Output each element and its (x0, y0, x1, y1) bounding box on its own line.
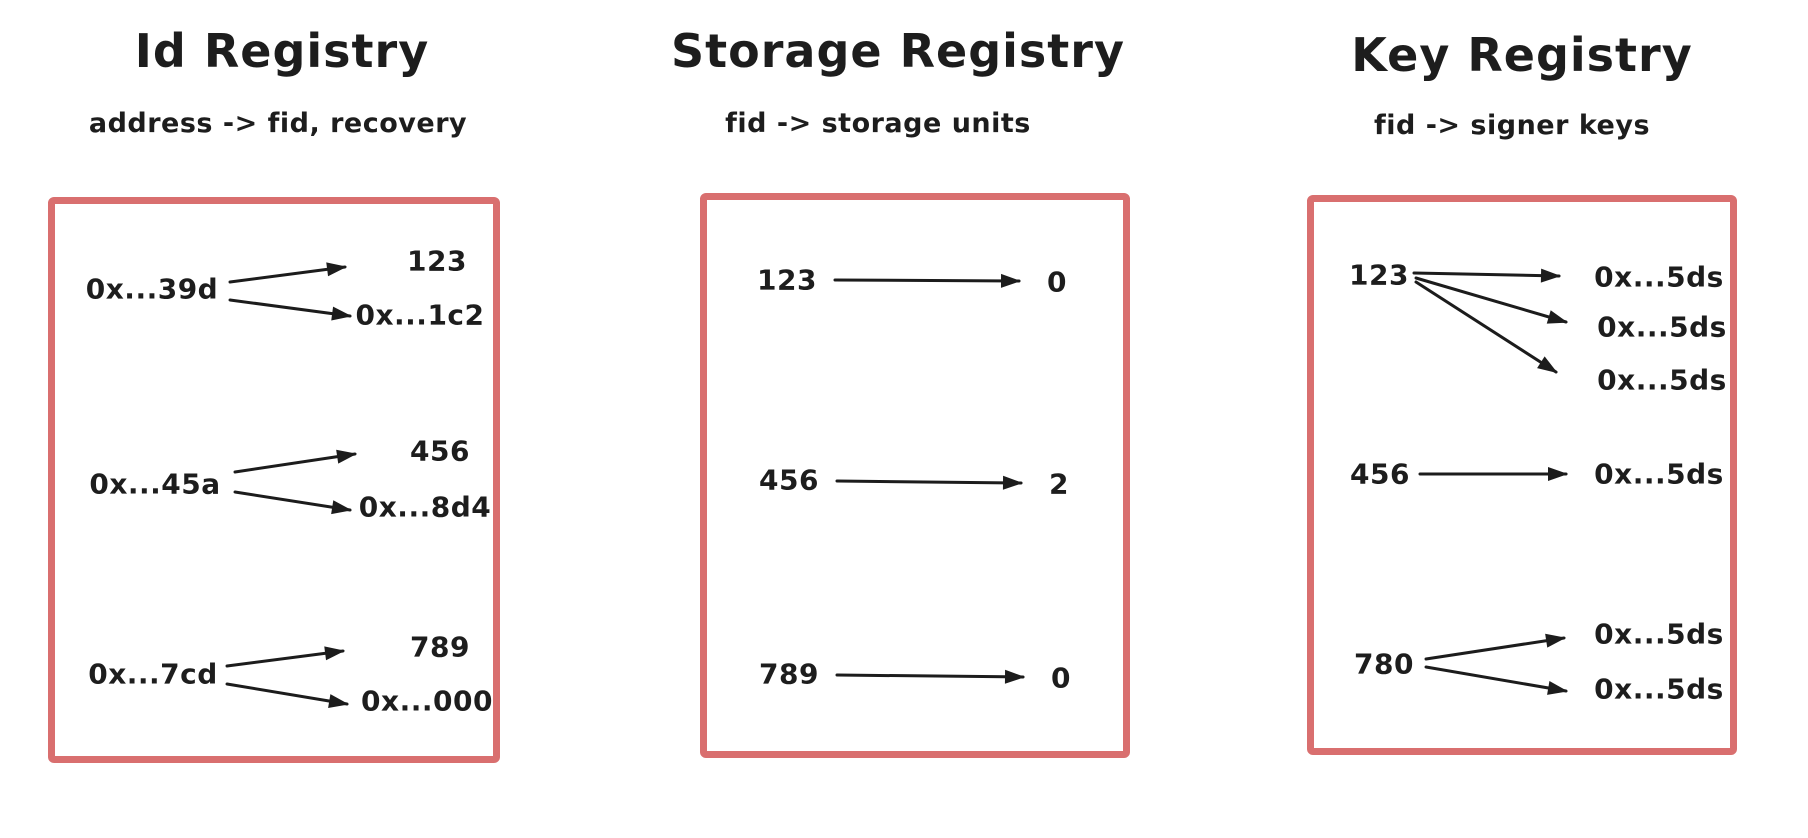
storage-registry-panel: Storage Registry fid -> storage units 12… (620, 0, 1180, 838)
map-target-label: 0 (1047, 265, 1067, 299)
key-registry-title: Key Registry (1351, 28, 1693, 82)
map-source-label: 456 (1350, 457, 1410, 491)
id-registry-title: Id Registry (134, 24, 430, 78)
id-registry-box: 0x...39d 123 0x...1c2 0x...45a 456 0x...… (48, 197, 500, 763)
map-target-label: 0x...5ds (1594, 457, 1724, 491)
map-target-label: 456 (410, 434, 470, 468)
storage-registry-arrows (833, 273, 1025, 684)
key-registry-subtitle: fid -> signer keys (1373, 110, 1651, 141)
map-source-label: 0x...7cd (88, 657, 218, 691)
map-source-label: 789 (759, 657, 819, 691)
map-source-label: 456 (759, 463, 819, 497)
map-source-label: 123 (1349, 258, 1409, 292)
map-target-label: 789 (410, 630, 470, 664)
map-target-label: 0x...000 (361, 684, 493, 718)
map-target-label: 0x...5ds (1597, 310, 1727, 344)
key-registry-arrows (1412, 268, 1568, 695)
map-target-label: 0x...8d4 (358, 490, 492, 524)
id-registry-subtitle: address -> fid, recovery (88, 108, 468, 139)
map-source-label: 0x...39d (85, 272, 219, 306)
map-target-label: 0x...1c2 (355, 298, 485, 332)
storage-registry-title: Storage Registry (671, 24, 1125, 78)
key-registry-panel: Key Registry fid -> signer keys 123 0x..… (1228, 0, 1808, 838)
map-target-label: 2 (1049, 467, 1069, 501)
storage-registry-box: 123 0 456 2 789 0 (700, 193, 1130, 758)
map-source-label: 0x...45a (89, 467, 221, 501)
id-registry-panel: Id Registry address -> fid, recovery 0x.… (0, 0, 560, 838)
id-registry-arrows (225, 262, 357, 708)
map-source-label: 123 (757, 263, 817, 297)
storage-registry-subtitle: fid -> storage units (725, 108, 1031, 139)
map-source-label: 780 (1354, 647, 1414, 681)
map-target-label: 0x...5ds (1594, 617, 1724, 651)
key-registry-box: 123 0x...5ds 0x...5ds 0x...5ds 456 0x...… (1307, 195, 1737, 755)
map-target-label: 0x...5ds (1594, 260, 1724, 294)
map-target-label: 0x...5ds (1597, 363, 1727, 397)
map-target-label: 0x...5ds (1594, 672, 1724, 706)
map-target-label: 0 (1051, 661, 1071, 695)
map-target-label: 123 (407, 244, 467, 278)
